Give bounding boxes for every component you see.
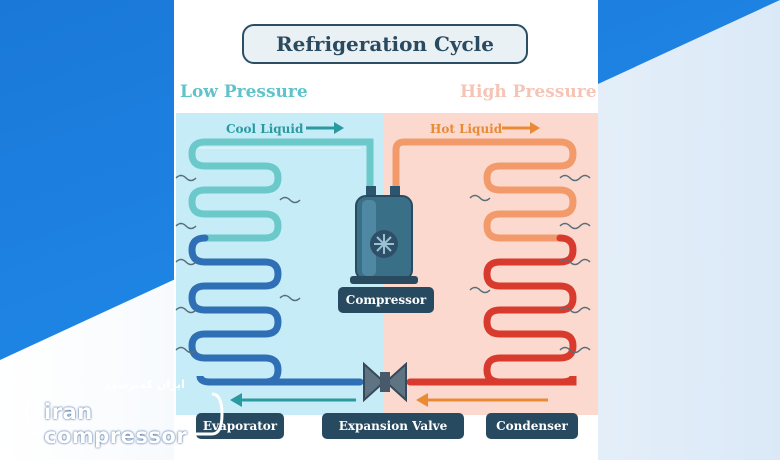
gauge-icon bbox=[59, 433, 73, 447]
brand-logo: ایران کمپرسور iran compressor bbox=[16, 372, 226, 454]
expansion-valve-label: Expansion Valve bbox=[322, 413, 464, 439]
low-pressure-label: Low Pressure bbox=[180, 82, 308, 102]
valve-icon bbox=[363, 361, 407, 403]
logo-text: iran compressor bbox=[44, 400, 188, 448]
gauge-icon bbox=[30, 373, 46, 389]
condenser-coil-lower bbox=[406, 234, 577, 386]
arrow-right-icon bbox=[306, 122, 344, 134]
hot-liquid-label: Hot Liquid bbox=[430, 122, 503, 136]
condenser-label: Condenser bbox=[486, 413, 578, 439]
arrow-left-icon bbox=[416, 393, 548, 407]
logo-persian-text: ایران کمپرسور bbox=[104, 378, 185, 391]
heat-waves-right bbox=[469, 174, 591, 354]
page-title: Refrigeration Cycle bbox=[275, 32, 494, 56]
heat-waves-left bbox=[175, 174, 301, 354]
evaporator-coil-upper bbox=[188, 138, 374, 242]
evaporator-coil-lower bbox=[188, 234, 364, 386]
compressor-icon bbox=[350, 186, 418, 284]
compressor-label: Compressor bbox=[338, 287, 434, 313]
title-pill: Refrigeration Cycle bbox=[242, 24, 528, 64]
arrow-left-icon bbox=[230, 393, 356, 407]
arrow-right-icon bbox=[502, 122, 540, 134]
evaporator-coil bbox=[188, 138, 374, 386]
condenser-coil-upper bbox=[392, 138, 577, 242]
high-pressure-label: High Pressure bbox=[460, 82, 597, 102]
condenser-coil bbox=[392, 138, 577, 386]
logo-frame bbox=[24, 373, 224, 447]
cool-liquid-label: Cool Liquid bbox=[226, 122, 304, 136]
